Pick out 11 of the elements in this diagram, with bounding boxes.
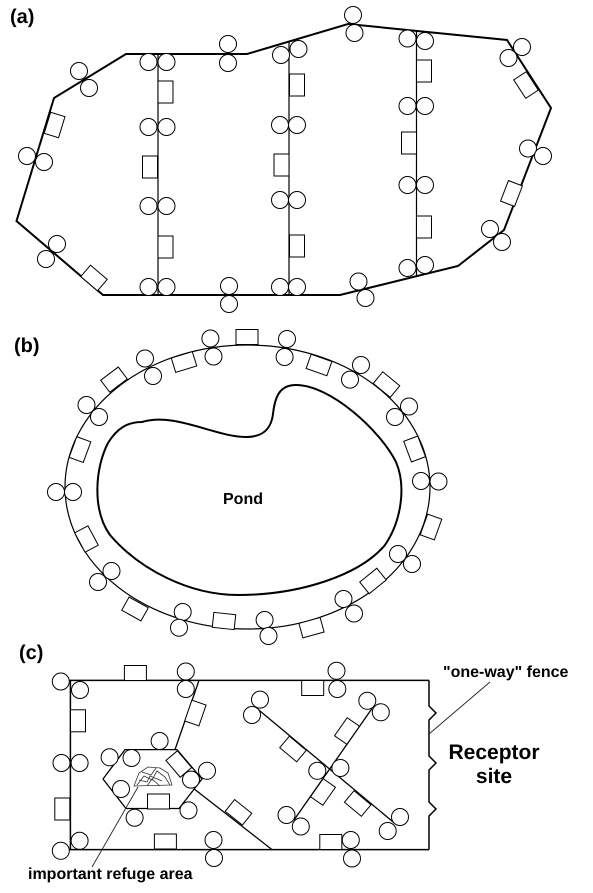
fence-label: "one-way" fence bbox=[443, 664, 568, 682]
pond-label: Pond bbox=[223, 490, 263, 510]
area-label: Receptor site bbox=[448, 741, 540, 790]
panel-label: (b) bbox=[14, 335, 40, 358]
leader-line bbox=[428, 682, 490, 734]
panel-label: (a) bbox=[10, 6, 34, 29]
refuge-label: important refuge area bbox=[28, 866, 192, 884]
panel-label: (c) bbox=[19, 642, 44, 665]
leader-line bbox=[92, 786, 138, 868]
one-way-fence bbox=[428, 680, 438, 850]
rock-pile-drawing bbox=[133, 766, 173, 786]
